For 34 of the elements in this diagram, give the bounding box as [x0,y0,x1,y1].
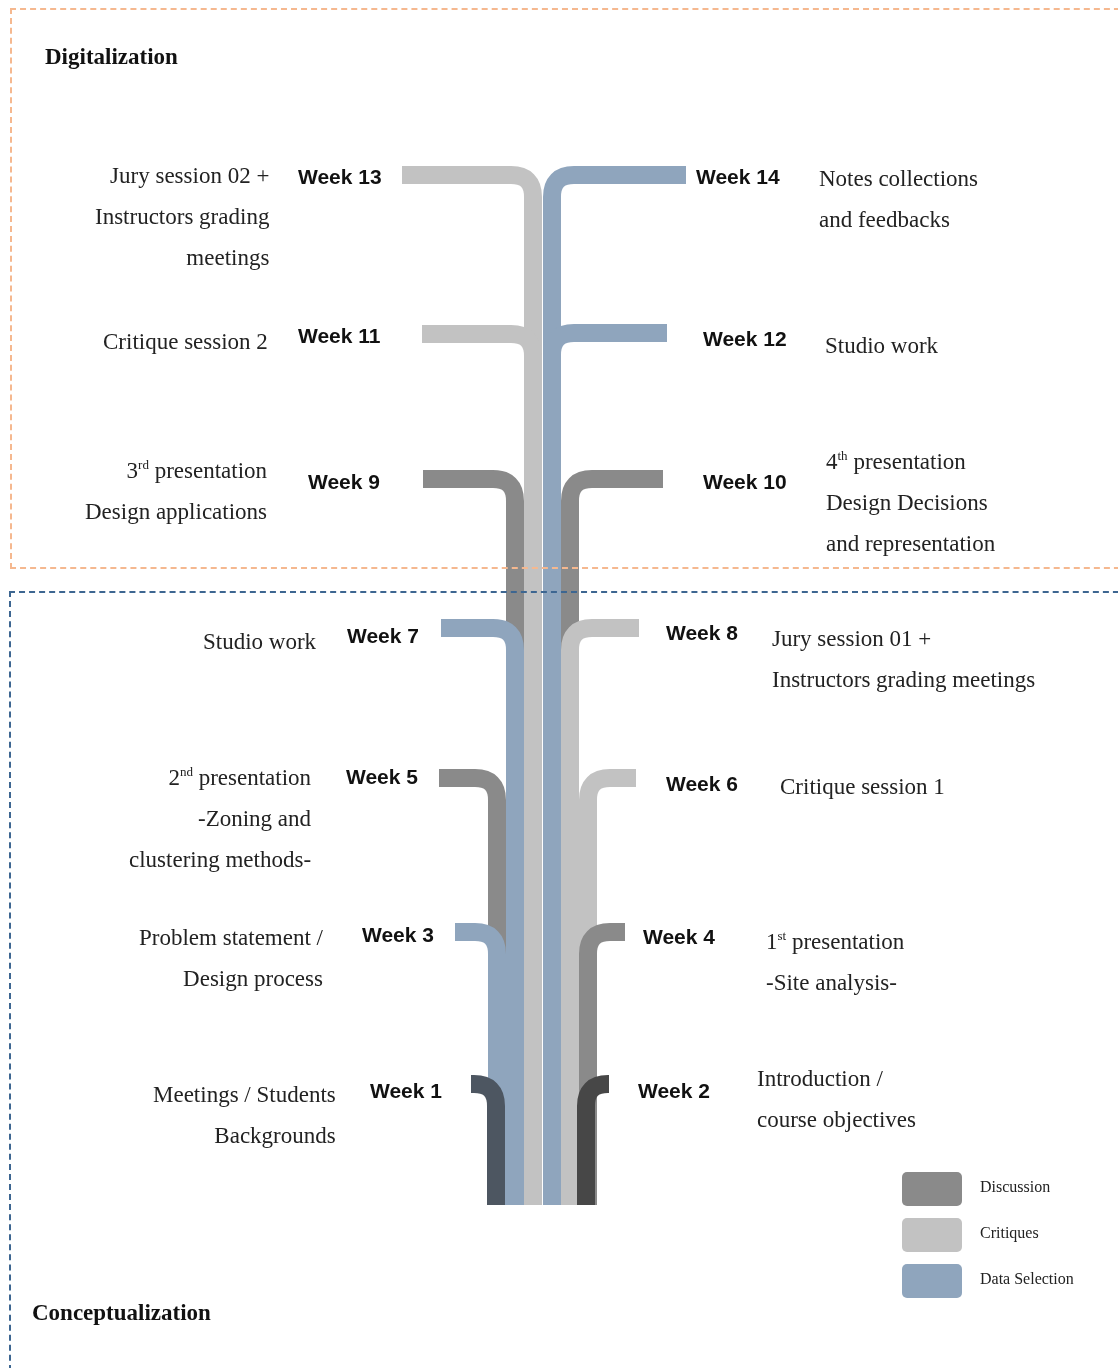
week-label: Week 5 [346,764,418,790]
week-label: Week 8 [666,620,738,646]
week-label: Week 6 [666,771,738,797]
legend-label: Discussion [980,1178,1051,1196]
activity-description: Introduction / course objectives [757,1065,917,1134]
activity-description: Jury session 02 + Instructors grading meetings [95,162,270,272]
activity-description: Problem statement / Design process [139,924,323,993]
week-label: Week 2 [638,1078,710,1104]
week-label: Week 7 [347,623,419,649]
week-label: Week 4 [643,924,715,950]
week-label: Week 14 [696,164,780,190]
activity-description: Critique session 1 [780,773,945,801]
activity-description: 4$^{th}$ presentation Design Decisions and representation [826,447,996,558]
activity-description: Critique session 2 [103,328,268,356]
activity-description: 3$^{rd}$ presentation Design applications [85,456,268,526]
week-label: Week 13 [298,164,382,190]
activity-description: Studio work [203,628,317,656]
section-heading: Conceptualization [32,1300,211,1326]
activity-description: 1$^{st}$ presentation -Site analysis- [766,927,905,997]
activity-description: Studio work [825,332,939,360]
legend-label: Critiques [980,1224,1039,1242]
activity-description: Notes collections and feedbacks [819,165,979,234]
week-label: Week 1 [370,1078,442,1104]
week-label: Week 12 [703,326,787,352]
legend-label: Data Selection [980,1270,1074,1288]
phase-region [10,8,1118,569]
week-label: Week 9 [308,469,380,495]
activity-description: Meetings / Students Backgrounds [153,1081,336,1150]
activity-description: 2$^{nd}$ presentation -Zoning and clustering methods- [129,763,312,874]
week-label: Week 11 [298,323,381,349]
activity-description: Jury session 01 + Instructors grading meetings [772,625,1036,694]
section-heading: Digitalization [45,44,178,70]
week-label: Week 10 [703,469,787,495]
week-label: Week 3 [362,922,434,948]
